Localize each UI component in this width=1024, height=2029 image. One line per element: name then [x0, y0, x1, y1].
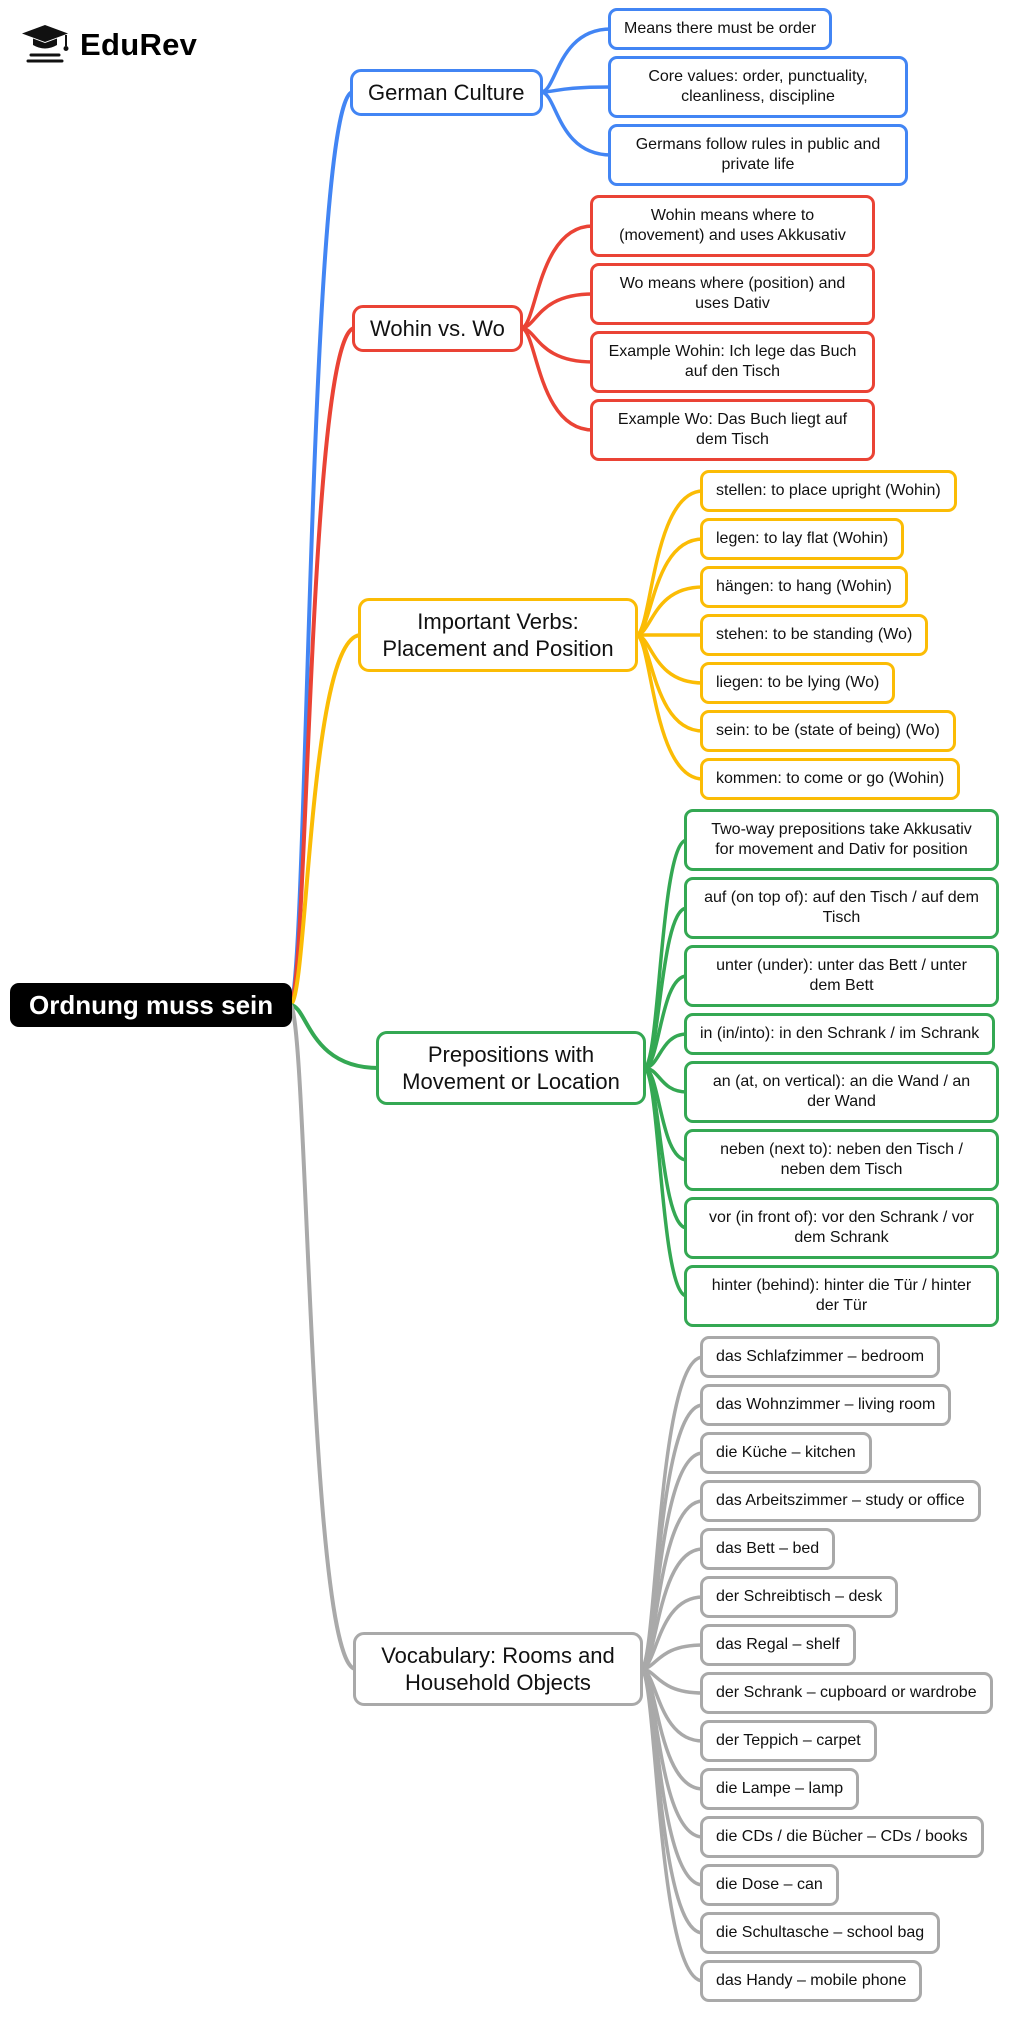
child-node: Germans follow rules in public and priva…: [608, 124, 908, 186]
child-node: stellen: to place upright (Wohin): [700, 470, 957, 512]
edge: [288, 326, 357, 1007]
child-node: das Regal – shelf: [700, 1624, 856, 1666]
child-node: das Bett – bed: [700, 1528, 836, 1570]
branch-label: Vocabulary: Rooms and Household Objects: [353, 1632, 643, 1706]
edge: [519, 292, 595, 330]
edge: [288, 1003, 381, 1070]
edge: [288, 90, 355, 1007]
child-node: legen: to lay flat (Wohin): [700, 518, 905, 560]
child-node: unter (under): unter das Bett / unter de…: [684, 945, 999, 1007]
child-node: die Dose – can: [700, 1864, 839, 1906]
edge: [642, 974, 689, 1070]
branch-label: Prepositions with Movement or Location: [376, 1031, 646, 1105]
edurev-logo[interactable]: EduRev: [20, 24, 197, 66]
child-node: die Küche – kitchen: [700, 1432, 872, 1474]
child-node: auf (on top of): auf den Tisch / auf dem…: [684, 877, 999, 939]
child-node: vor (in front of): vor den Schrank / vor…: [684, 1197, 999, 1259]
child-node: stehen: to be standing (Wo): [700, 614, 929, 656]
child-node: Core values: order, punctuality, cleanli…: [608, 56, 908, 118]
child-node: Two-way prepositions take Akkusativ for …: [684, 809, 999, 871]
child-node: an (at, on vertical): an die Wand / an d…: [684, 1061, 999, 1123]
child-node: das Schlafzimmer – bedroom: [700, 1336, 941, 1378]
child-node: der Schreibtisch – desk: [700, 1576, 899, 1618]
edge: [634, 633, 705, 781]
child-node: kommen: to come or go (Wohin): [700, 758, 961, 800]
edge: [539, 90, 613, 157]
child-node: Wo means where (position) and uses Dativ: [590, 263, 875, 325]
child-node: liegen: to be lying (Wo): [700, 662, 896, 704]
edge: [539, 27, 613, 94]
edge: [639, 1595, 705, 1671]
child-node: der Schrank – cupboard or wardrobe: [700, 1672, 993, 1714]
child-node: hängen: to hang (Wohin): [700, 566, 908, 608]
edge: [519, 224, 595, 330]
child-node: die CDs / die Bücher – CDs / books: [700, 1816, 984, 1858]
child-node: hinter (behind): hinter die Tür / hinter…: [684, 1265, 999, 1327]
edge: [634, 489, 705, 637]
edge: [642, 1066, 689, 1298]
child-node: in (in/into): in den Schrank / im Schran…: [684, 1013, 996, 1055]
child-node: das Handy – mobile phone: [700, 1960, 923, 2002]
child-node: die Schultasche – school bag: [700, 1912, 941, 1954]
child-node: die Lampe – lamp: [700, 1768, 860, 1810]
branch-label: Wohin vs. Wo: [352, 304, 523, 352]
child-node: Example Wohin: Ich lege das Buch auf den…: [590, 331, 875, 393]
graduation-cap-icon: [20, 24, 70, 66]
child-node: das Arbeitszimmer – study or office: [700, 1480, 981, 1522]
child-node: sein: to be (state of being) (Wo): [700, 710, 956, 752]
child-node: Wohin means where to (movement) and uses…: [590, 195, 875, 257]
edge: [288, 1003, 358, 1671]
child-node: Means there must be order: [608, 8, 833, 50]
edge: [519, 326, 595, 432]
edurev-logo-text: EduRev: [80, 27, 198, 62]
child-node: das Wohnzimmer – living room: [700, 1384, 952, 1426]
branch-label: German Culture: [350, 68, 543, 116]
child-node: Example Wo: Das Buch liegt auf dem Tisch: [590, 399, 875, 461]
child-node: neben (next to): neben den Tisch / neben…: [684, 1129, 999, 1191]
edge: [288, 633, 363, 1007]
branch-label: Important Verbs: Placement and Position: [358, 598, 638, 672]
edge: [539, 85, 613, 94]
edge: [639, 1667, 705, 1983]
root-node: Ordnung muss sein: [10, 983, 293, 1027]
child-node: der Teppich – carpet: [700, 1720, 877, 1762]
